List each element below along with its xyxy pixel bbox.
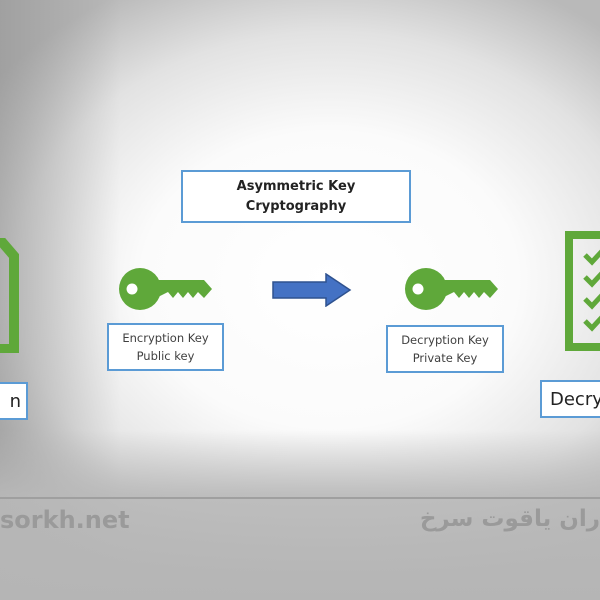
watermark-brand: ران یاقوت سرخ <box>419 506 600 532</box>
title-line-1: Asymmetric Key <box>236 178 356 194</box>
checklist-document-icon <box>565 231 600 351</box>
right-label-box: Decry <box>540 380 600 418</box>
arrow-right-icon <box>272 273 352 307</box>
encryption-key-label: Encryption Key <box>122 331 209 345</box>
right-label: Decry <box>550 388 600 410</box>
left-label-box: n <box>0 382 28 420</box>
private-key-label: Private Key <box>412 351 478 365</box>
public-key-label: Public key <box>136 349 195 363</box>
left-label: n <box>9 390 21 412</box>
private-key-icon <box>405 268 498 310</box>
decryption-key-box: Decryption Key Private Key <box>386 325 504 373</box>
title-box: Asymmetric Key Cryptography <box>181 170 411 223</box>
decryption-key-label: Decryption Key <box>401 333 489 347</box>
encryption-key-box: Encryption Key Public key <box>107 323 224 371</box>
watermark-domain: sorkh.net <box>0 506 130 534</box>
title-line-2: Cryptography <box>245 198 347 214</box>
left-document-icon <box>0 238 19 353</box>
watermark-divider <box>0 497 600 499</box>
public-key-icon <box>119 268 212 310</box>
